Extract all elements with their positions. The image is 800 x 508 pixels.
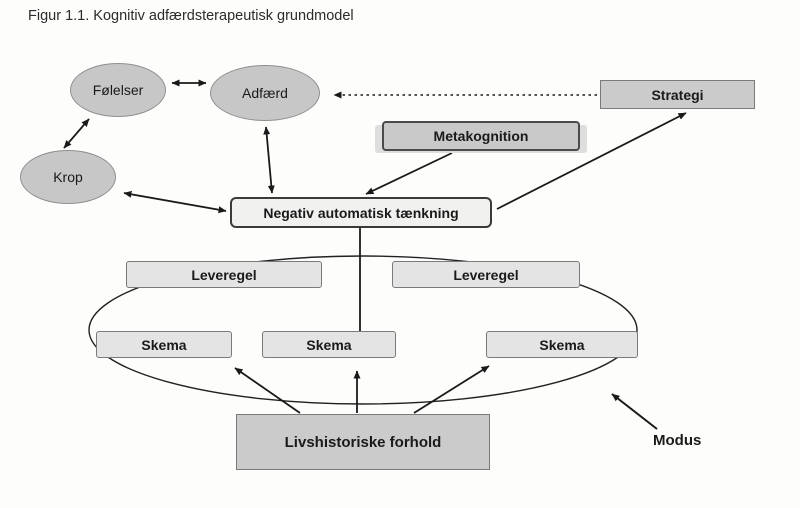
node-skema-center: Skema (262, 331, 396, 358)
arrow-modus-ellipse (611, 393, 658, 430)
node-metakognition: Metakognition (382, 121, 580, 151)
arrow-livshistoriske-skema-left (234, 367, 301, 414)
node-negativ-automatisk-taenkning: Negativ automatisk tænkning (230, 197, 492, 228)
arrow-adfaerd-nat (263, 126, 275, 194)
figure-title: Figur 1.1. Kognitiv adfærdsterapeutisk g… (28, 8, 354, 24)
node-livshistoriske-forhold: Livshistoriske forhold (236, 414, 490, 470)
node-krop: Krop (20, 150, 116, 204)
node-skema-right: Skema (486, 331, 638, 358)
arrow-foelelser-krop (63, 118, 90, 149)
label-modus: Modus (653, 432, 702, 449)
node-adfaerd: Adfærd (210, 65, 320, 121)
node-leveregel-right: Leveregel (392, 261, 580, 288)
arrow-livshistoriske-skema-right (413, 365, 490, 414)
node-skema-left: Skema (96, 331, 232, 358)
node-foelelser: Følelser (70, 63, 166, 117)
arrow-krop-nat (123, 190, 227, 214)
node-strategi: Strategi (600, 80, 755, 109)
node-leveregel-left: Leveregel (126, 261, 322, 288)
arrow-metakognition-nat (365, 152, 453, 195)
